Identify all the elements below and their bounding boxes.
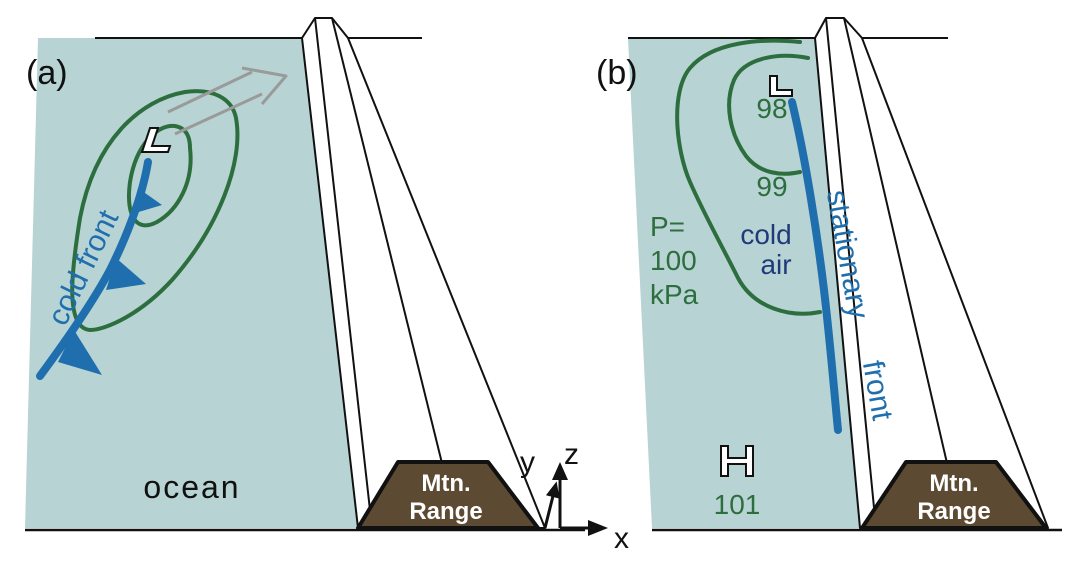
panel-a-label: (a)	[26, 54, 68, 92]
isobar-100-b	[675, 38, 822, 316]
ocean-label: ocean	[143, 469, 240, 505]
panel-b: Mtn. Range 98 99 P= 100 kPa cold air sta…	[596, 17, 1062, 532]
front-barb-3	[58, 330, 102, 375]
isobar-100-label: 100	[650, 245, 697, 276]
movement-arrow-icon	[167, 66, 288, 136]
mountain-label-a-1: Mtn.	[421, 470, 470, 497]
stationary-front-line-b	[788, 98, 842, 434]
isobar-99-b	[727, 53, 810, 176]
mountain-ridge-b-2	[843, 17, 963, 529]
low-pressure-icon	[140, 127, 172, 153]
ocean-surface-a	[25, 38, 358, 528]
mountain-base-a	[356, 460, 540, 530]
isobar-inner-a	[127, 123, 193, 228]
low-value-label: 98	[756, 93, 787, 124]
cold-air-label-1: cold	[740, 219, 791, 250]
mountain-ridge-a-2	[331, 17, 459, 529]
front-barb-1	[132, 188, 162, 214]
axis-x-label: x	[614, 522, 629, 555]
high-pressure-icon	[720, 445, 754, 477]
front-barb-2	[106, 258, 146, 290]
coordinate-axes: y z x	[520, 438, 629, 555]
cold-air-label-2: air	[760, 249, 791, 280]
low-pressure-icon-b	[769, 75, 793, 97]
isobar-outer-a	[70, 89, 240, 333]
mountain-label-b-1: Mtn.	[929, 470, 978, 497]
isobar-p-label: P=	[650, 211, 685, 242]
mountain-ridge-b-1	[825, 17, 877, 529]
panel-a: Mtn. Range cold front ocean (a)	[25, 17, 585, 532]
high-value-label: 101	[714, 489, 761, 520]
isobar-99-label: 99	[756, 171, 787, 202]
mountain-label-a-2: Range	[409, 498, 482, 525]
mountain-label-b-2: Range	[917, 498, 990, 525]
isobar-unit-label: kPa	[650, 279, 699, 310]
axis-z-label: z	[564, 438, 579, 471]
mountain-base-b	[860, 460, 1048, 530]
mountain-ridge-a-1	[314, 17, 373, 529]
panel-b-label: (b)	[596, 54, 638, 92]
axis-y-label: y	[520, 446, 535, 479]
